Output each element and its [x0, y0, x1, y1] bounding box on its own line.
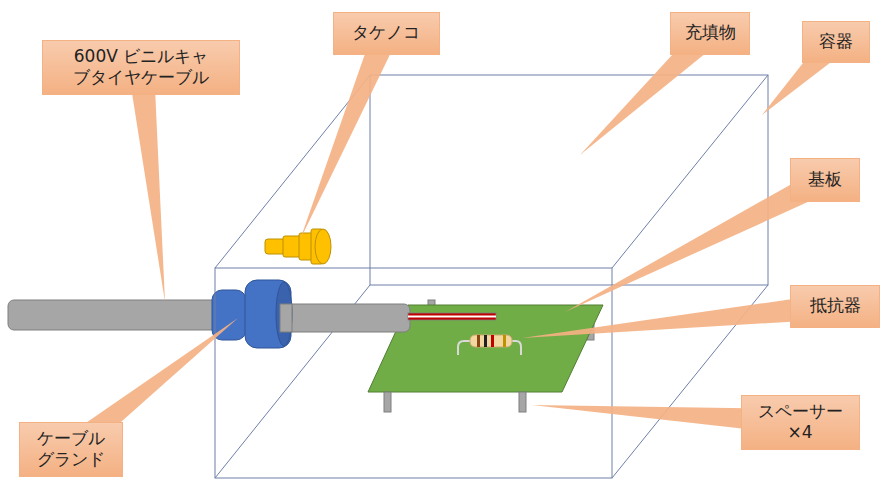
- callout-label: 抵抗器: [810, 295, 861, 316]
- container-outline: [215, 268, 612, 478]
- callout-pointer: [300, 28, 398, 240]
- resistor-symbol: [458, 335, 521, 355]
- callout-label: ケーブル グランド: [31, 428, 111, 471]
- callout-label: タケノコ: [352, 22, 420, 43]
- callout-box: 600V ビニルキャ ブタイヤケーブル: [42, 40, 240, 95]
- takenoko-fitting: [265, 229, 331, 264]
- callout-label: 充填物: [685, 22, 736, 43]
- callout-label: スペーサー ×4: [753, 401, 848, 444]
- callout-box: タケノコ: [333, 12, 440, 55]
- callout-box: 容器: [802, 21, 870, 63]
- cable-gland: [212, 280, 292, 348]
- callout-label: 基板: [808, 169, 842, 190]
- callout-label: 600V ビニルキャ ブタイヤケーブル: [61, 46, 221, 89]
- callout-box: 抵抗器: [790, 285, 880, 328]
- callout-label: 容器: [819, 31, 853, 52]
- callout-box: ケーブル グランド: [19, 422, 123, 477]
- callout-box: スペーサー ×4: [741, 395, 860, 450]
- callout-box: 充填物: [670, 12, 750, 55]
- spacer-symbol: [384, 392, 526, 412]
- callout-box: 基板: [790, 158, 860, 202]
- callout-pointer: [128, 66, 165, 302]
